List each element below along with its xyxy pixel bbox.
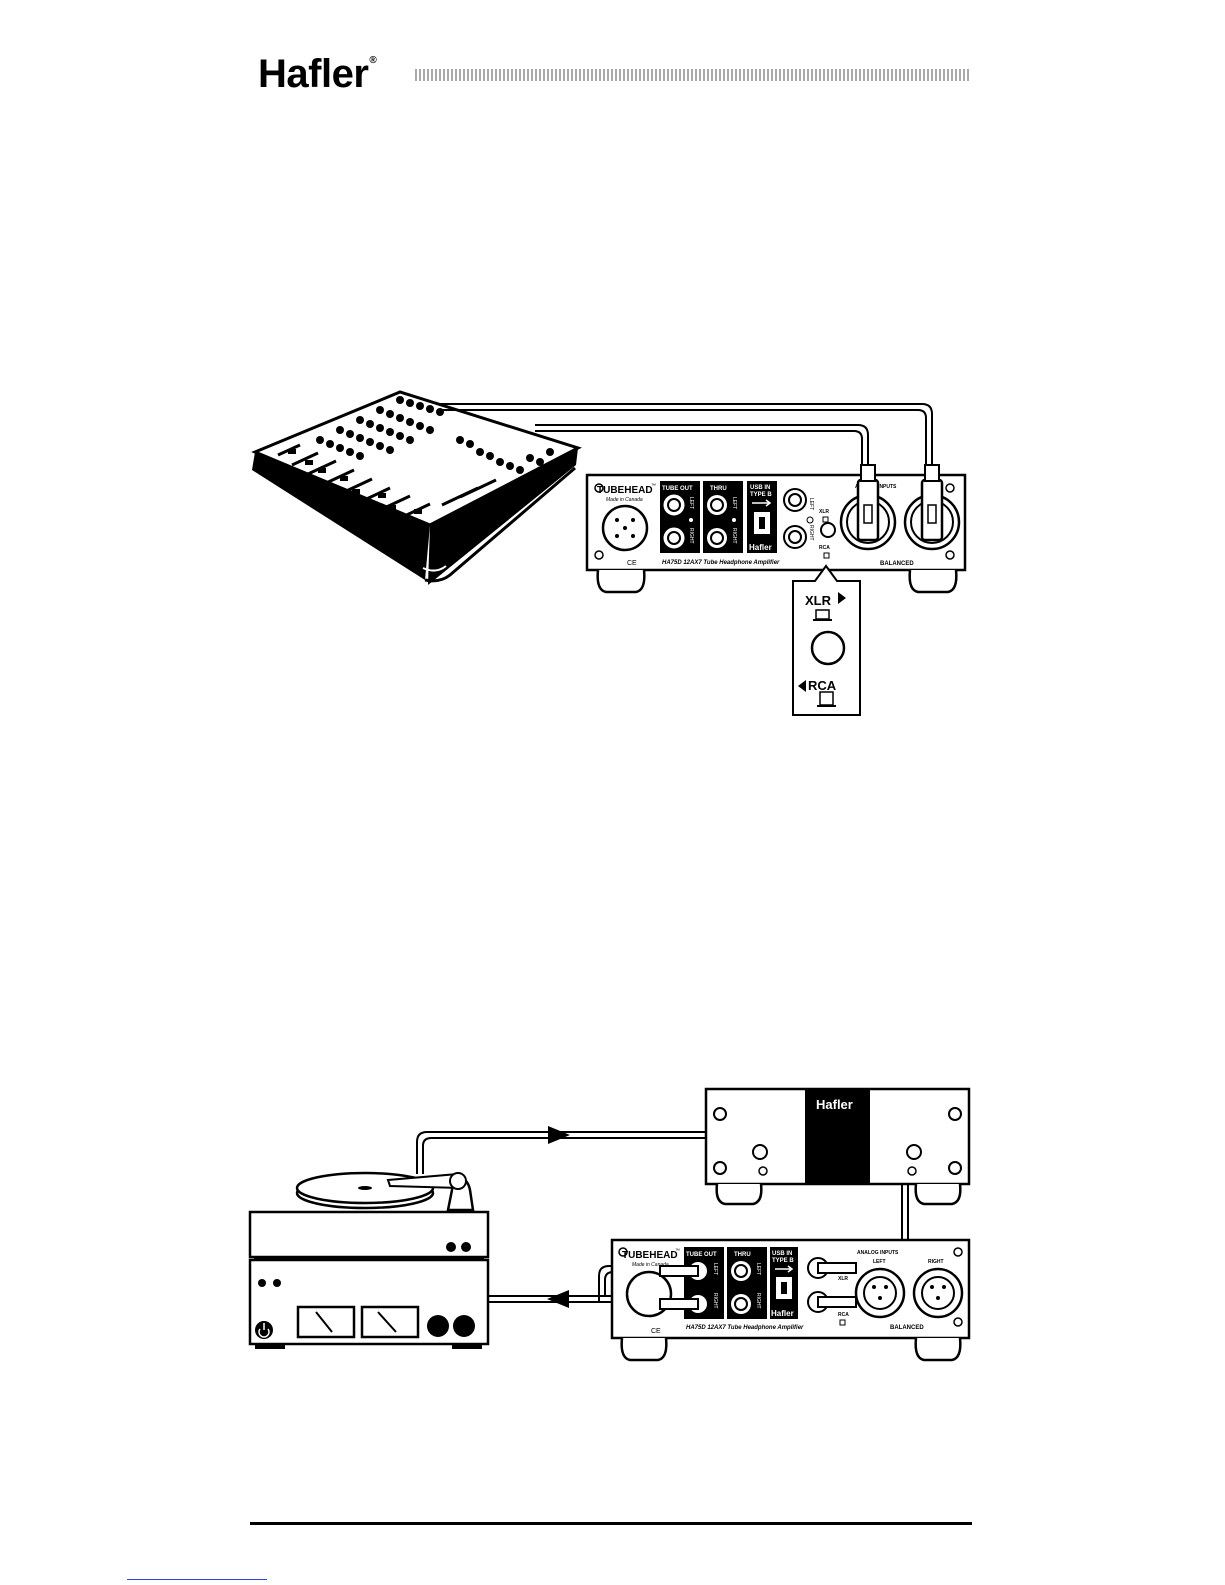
amplifier-rear-panel: TUBEHEAD ™ Made in Canada CE TUBE OUT LE…	[585, 464, 967, 594]
callout-rca-label: RCA	[808, 678, 837, 693]
footer-rule	[250, 1522, 972, 1525]
input-selector-callout: XLR RCA	[792, 564, 861, 716]
tube-out-right-label: RIGHT	[688, 528, 694, 544]
amp2-tube-out-right: RIGHT	[712, 1293, 718, 1309]
amp2-thru-left: LEFT	[755, 1263, 761, 1275]
thru-left-label: LEFT	[731, 497, 737, 509]
preamp-brand-label: Hafler	[816, 1097, 853, 1112]
callout-xlr-label: XLR	[805, 593, 832, 608]
stereo-receiver	[248, 1256, 490, 1349]
rca-plug-bottom	[659, 1298, 699, 1310]
xlr-arrow-icon	[838, 592, 846, 604]
balanced-cables	[440, 403, 933, 465]
xlr-switch-label-small: XLR	[819, 509, 829, 515]
thru-right-label: RIGHT	[731, 528, 737, 544]
input-selector-switch	[820, 522, 836, 538]
usb-label-2: TYPE B	[750, 492, 772, 498]
amp-model-label: HA75D 12AX7 Tube Headphone Amplifier	[662, 560, 780, 566]
rca-switch-label-small: RCA	[819, 545, 830, 551]
amp2-tube-out-label: TUBE OUT	[686, 1252, 717, 1258]
amp2-hafler-badge: Hafler	[771, 1309, 794, 1318]
hafler-preamp-front: Hafler	[704, 1087, 971, 1206]
balanced-label: BALANCED	[880, 561, 914, 567]
hafler-badge: Hafler	[749, 543, 772, 552]
registered-mark: ®	[369, 55, 377, 66]
amp2-rca-small: RCA	[838, 1312, 849, 1318]
made-in-label: Made in Canada	[606, 497, 643, 503]
amp2-usb-icon	[775, 1265, 794, 1273]
callout-selector-button	[810, 630, 846, 666]
brand-logo-text: Hafler	[258, 52, 369, 96]
amp2-xlr-small: XLR	[838, 1276, 848, 1282]
amp2-brand-label: TUBEHEAD	[622, 1250, 678, 1261]
usb-icon	[752, 499, 772, 507]
tube-out-left-label: LEFT	[688, 497, 694, 509]
amp2-analog-inputs-label: ANALOG INPUTS	[857, 1250, 899, 1256]
amp-trademark: ™	[651, 483, 656, 489]
amp2-tube-out-left: LEFT	[712, 1263, 718, 1275]
amplifier-rear-panel-2: TUBEHEAD ™ Made in Canada CE TUBE OUT LE…	[610, 1238, 971, 1362]
amp2-inputs-left-label: LEFT	[873, 1259, 886, 1265]
thru-label: THRU	[710, 486, 727, 492]
rca-left-label: LEFT	[808, 498, 814, 510]
rca-plug-top	[659, 1265, 699, 1277]
tube-out-label: TUBE OUT	[662, 486, 693, 492]
rca-input-plug-bottom	[817, 1296, 857, 1308]
turntable	[248, 1171, 490, 1259]
amp2-thru-right: RIGHT	[755, 1293, 761, 1309]
usb-label-1: USB IN	[750, 485, 770, 491]
brand-logo: Hafler®	[258, 52, 377, 96]
diagram-mixer-connection: TUBEHEAD ™ Made in Canada CE TUBE OUT LE…	[251, 390, 967, 716]
amp2-usb-label-1: USB IN	[772, 1251, 792, 1257]
footer-link-underline	[127, 1579, 267, 1580]
signal-out-arrow-icon	[548, 1126, 570, 1144]
amp-brand-label: TUBEHEAD	[597, 485, 653, 496]
amp2-trademark: ™	[675, 1248, 680, 1254]
amp2-ce-mark: CE	[651, 1328, 661, 1335]
rca-right-label: RIGHT	[808, 525, 814, 541]
vu-meter-left	[296, 1305, 356, 1339]
amp2-inputs-right-label: RIGHT	[928, 1259, 944, 1265]
rca-arrow-icon	[798, 680, 806, 692]
amp2-usb-label-2: TYPE B	[772, 1258, 794, 1264]
amp2-model-label: HA75D 12AX7 Tube Headphone Amplifier	[686, 1325, 804, 1331]
vu-meter-right	[360, 1305, 420, 1339]
amp2-thru-label: THRU	[734, 1252, 751, 1258]
rca-input-plug-top	[817, 1262, 857, 1274]
mixer-console	[251, 390, 582, 585]
amp2-made-in-label: Made in Canada	[632, 1262, 669, 1268]
signal-return-arrow-icon	[547, 1290, 569, 1308]
ce-mark: CE	[627, 560, 637, 567]
diagram-turntable-connection: Hafler	[248, 1087, 971, 1362]
header-dotted-rule	[415, 69, 971, 81]
amp2-balanced-label: BALANCED	[890, 1325, 924, 1331]
